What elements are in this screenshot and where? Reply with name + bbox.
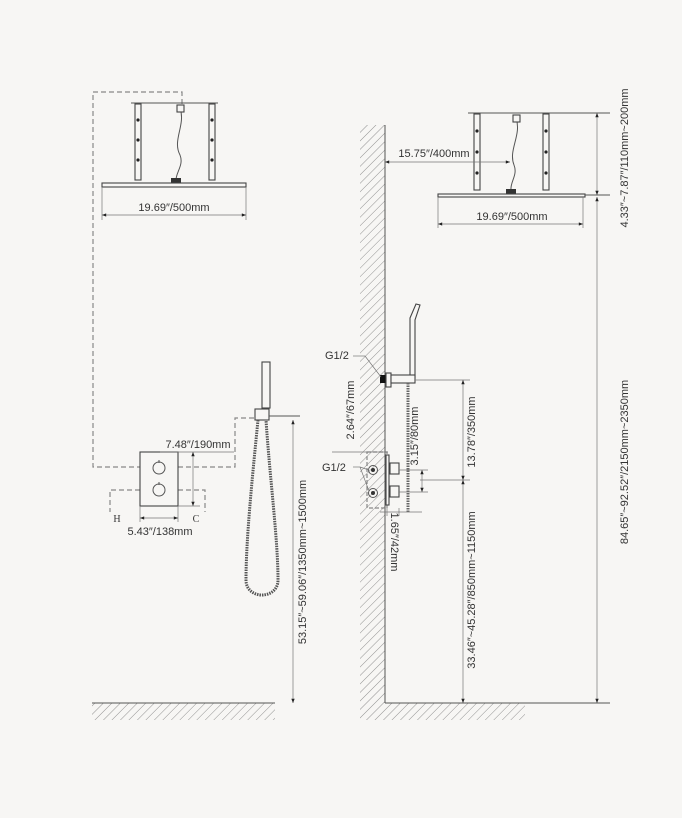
left-floor xyxy=(92,703,275,720)
left-front-view: 19.69″/500mm 7.48″/190mm H C 5.43″/138mm… xyxy=(92,91,309,720)
right-floor xyxy=(385,703,525,720)
knob-projection-label: 1.65″/42mm xyxy=(388,513,400,572)
knob-spacing-label: 3.15″/80mm xyxy=(409,407,421,466)
left-valve-width-label: 5.43″/138mm xyxy=(127,526,192,538)
ceiling-drop-label: 4.33″~7.87″/110mm~200mm xyxy=(619,88,631,227)
wall xyxy=(360,125,385,720)
hand-shower xyxy=(244,361,300,597)
left-valve-height-label: 7.48″/190mm xyxy=(165,439,230,451)
valve-thread-label: G1/2 xyxy=(322,462,346,474)
hand-shower-side xyxy=(380,303,421,512)
outlet-to-valve-label: 13.78″/350mm xyxy=(466,396,478,467)
outlet-thread-label: G1/2 xyxy=(325,350,349,362)
thermostatic-valve-plate xyxy=(139,451,179,507)
arm-length-label: 15.75″/400mm xyxy=(398,148,469,160)
hot-label: H xyxy=(113,514,120,525)
hand-shower-height-label: 53.15″~59.06″/1350mm~1500mm xyxy=(297,480,309,644)
right-head-width-label: 19.69″/500mm xyxy=(476,211,547,223)
total-height-label: 84.65″~92.52″/2150mm~2350mm xyxy=(619,380,631,544)
concealed-pipe xyxy=(92,91,183,468)
rain-shower-head-side xyxy=(437,112,610,198)
cold-label: C xyxy=(193,514,200,525)
left-head-width-label: 19.69″/500mm xyxy=(138,202,209,214)
valve-height-label: 33.46″~45.28″/850mm~1150mm xyxy=(466,511,478,668)
right-side-view: 15.75″/400mm 19.69″/500mm 4.33″~7.87″/11… xyxy=(322,88,631,720)
valve-depth-label: 2.64″/67mm xyxy=(345,381,357,440)
rain-shower-head xyxy=(101,102,247,188)
